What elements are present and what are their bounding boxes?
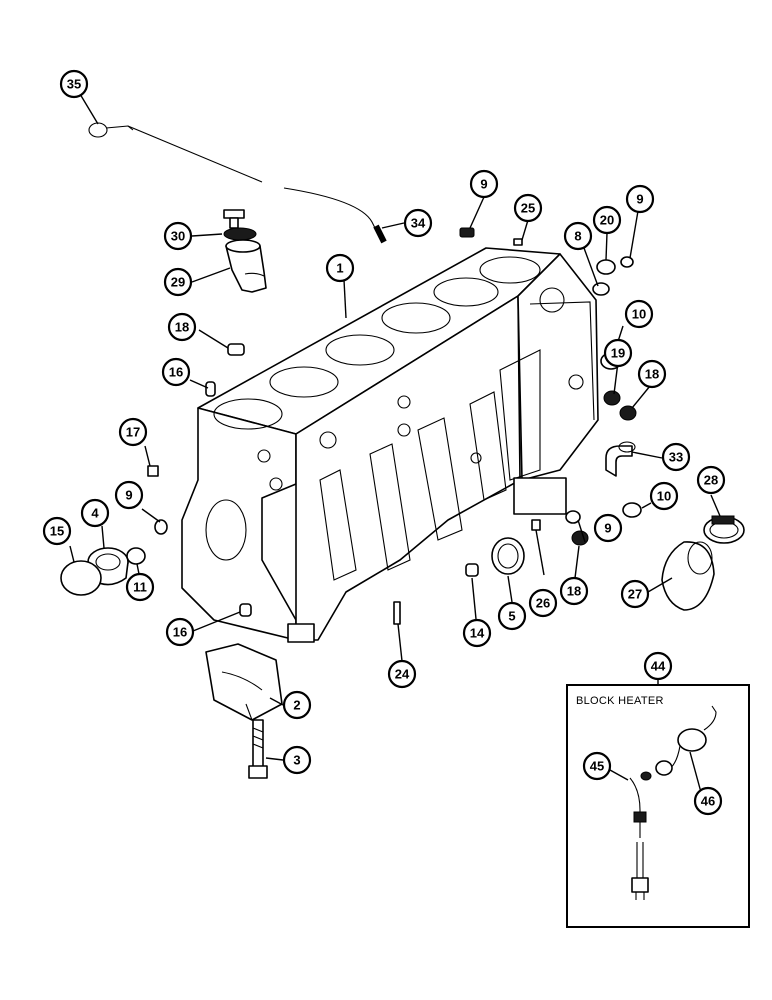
svg-text:18: 18 — [175, 320, 189, 335]
callout-9: 9 — [593, 513, 623, 543]
svg-text:5: 5 — [508, 609, 515, 624]
callout-20: 20 — [592, 205, 622, 235]
block-heater-element — [629, 777, 649, 900]
callout-10: 10 — [649, 481, 679, 511]
svg-text:9: 9 — [604, 521, 611, 536]
dipstick-tube — [283, 187, 387, 244]
callout-30: 30 — [163, 221, 193, 251]
svg-text:4: 4 — [91, 506, 99, 521]
callout-19: 19 — [603, 338, 633, 368]
callout-33: 33 — [661, 442, 691, 472]
svg-text:9: 9 — [480, 177, 487, 192]
callout-26: 26 — [528, 588, 558, 618]
rear-cover-plate — [60, 560, 102, 596]
svg-text:34: 34 — [411, 216, 426, 231]
callout-9: 9 — [625, 184, 655, 214]
svg-text:15: 15 — [50, 524, 64, 539]
callout-46: 46 — [693, 786, 723, 816]
callout-28: 28 — [696, 465, 726, 495]
svg-text:33: 33 — [669, 450, 683, 465]
callout-4: 4 — [80, 498, 110, 528]
svg-text:28: 28 — [704, 473, 718, 488]
svg-text:8: 8 — [574, 229, 581, 244]
dipstick — [88, 122, 263, 183]
callout-18: 18 — [167, 312, 197, 342]
callout-29: 29 — [163, 267, 193, 297]
svg-text:2: 2 — [293, 698, 300, 713]
callout-24: 24 — [387, 659, 417, 689]
svg-text:10: 10 — [632, 307, 646, 322]
callout-5: 5 — [497, 601, 527, 631]
callout-9: 9 — [469, 169, 499, 199]
callout-17: 17 — [118, 417, 148, 447]
svg-text:46: 46 — [701, 794, 715, 809]
svg-text:29: 29 — [171, 275, 185, 290]
callout-15: 15 — [42, 516, 72, 546]
svg-text:9: 9 — [125, 488, 132, 503]
svg-text:18: 18 — [567, 584, 581, 599]
coolant-elbow — [605, 441, 636, 477]
svg-text:16: 16 — [173, 625, 187, 640]
callout-14: 14 — [462, 618, 492, 648]
svg-text:18: 18 — [645, 367, 659, 382]
svg-text:10: 10 — [657, 489, 671, 504]
svg-text:35: 35 — [67, 77, 81, 92]
oil-filler-assembly — [223, 209, 267, 293]
svg-text:30: 30 — [171, 229, 185, 244]
svg-text:44: 44 — [651, 659, 666, 674]
cylinder-block — [181, 247, 599, 643]
small-parts — [126, 227, 642, 625]
svg-text:17: 17 — [126, 425, 140, 440]
callout-16: 16 — [165, 617, 195, 647]
callout-1: 1 — [325, 253, 355, 283]
callout-25: 25 — [513, 193, 543, 223]
callout-34: 34 — [403, 208, 433, 238]
main-bearing-cap — [205, 643, 283, 721]
block-heater-inset: BLOCK HEATER — [566, 684, 750, 928]
block-heater-cord — [640, 705, 717, 781]
svg-text:26: 26 — [536, 596, 550, 611]
svg-text:11: 11 — [133, 580, 147, 595]
callout-18: 18 — [559, 576, 589, 606]
svg-text:19: 19 — [611, 346, 625, 361]
callout-10: 10 — [624, 299, 654, 329]
svg-text:25: 25 — [521, 201, 535, 216]
svg-text:24: 24 — [395, 667, 410, 682]
callout-8: 8 — [563, 221, 593, 251]
callout-9: 9 — [114, 480, 144, 510]
svg-text:1: 1 — [336, 261, 343, 276]
callout-35: 35 — [59, 69, 89, 99]
svg-text:45: 45 — [590, 759, 604, 774]
callout-18: 18 — [637, 359, 667, 389]
callouts: 35 34 30 29 9 25 20 9 8 1 18 10 19 18 16… — [42, 69, 726, 816]
inset-title: BLOCK HEATER — [576, 695, 664, 707]
coolant-hose — [661, 541, 715, 611]
callout-27: 27 — [620, 579, 650, 609]
callout-11: 11 — [125, 572, 155, 602]
main-bearing-bolt — [248, 719, 268, 779]
svg-text:14: 14 — [470, 626, 485, 641]
seal-ring — [491, 537, 525, 575]
svg-text:20: 20 — [600, 213, 614, 228]
hose-clamp — [703, 515, 745, 544]
callout-3: 3 — [282, 745, 312, 775]
svg-text:3: 3 — [293, 753, 300, 768]
callout-2: 2 — [282, 690, 312, 720]
callout-45: 45 — [582, 751, 612, 781]
svg-text:9: 9 — [636, 192, 643, 207]
svg-text:16: 16 — [169, 365, 183, 380]
callout-16: 16 — [161, 357, 191, 387]
callout-44: 44 — [643, 651, 673, 681]
svg-text:27: 27 — [628, 587, 642, 602]
